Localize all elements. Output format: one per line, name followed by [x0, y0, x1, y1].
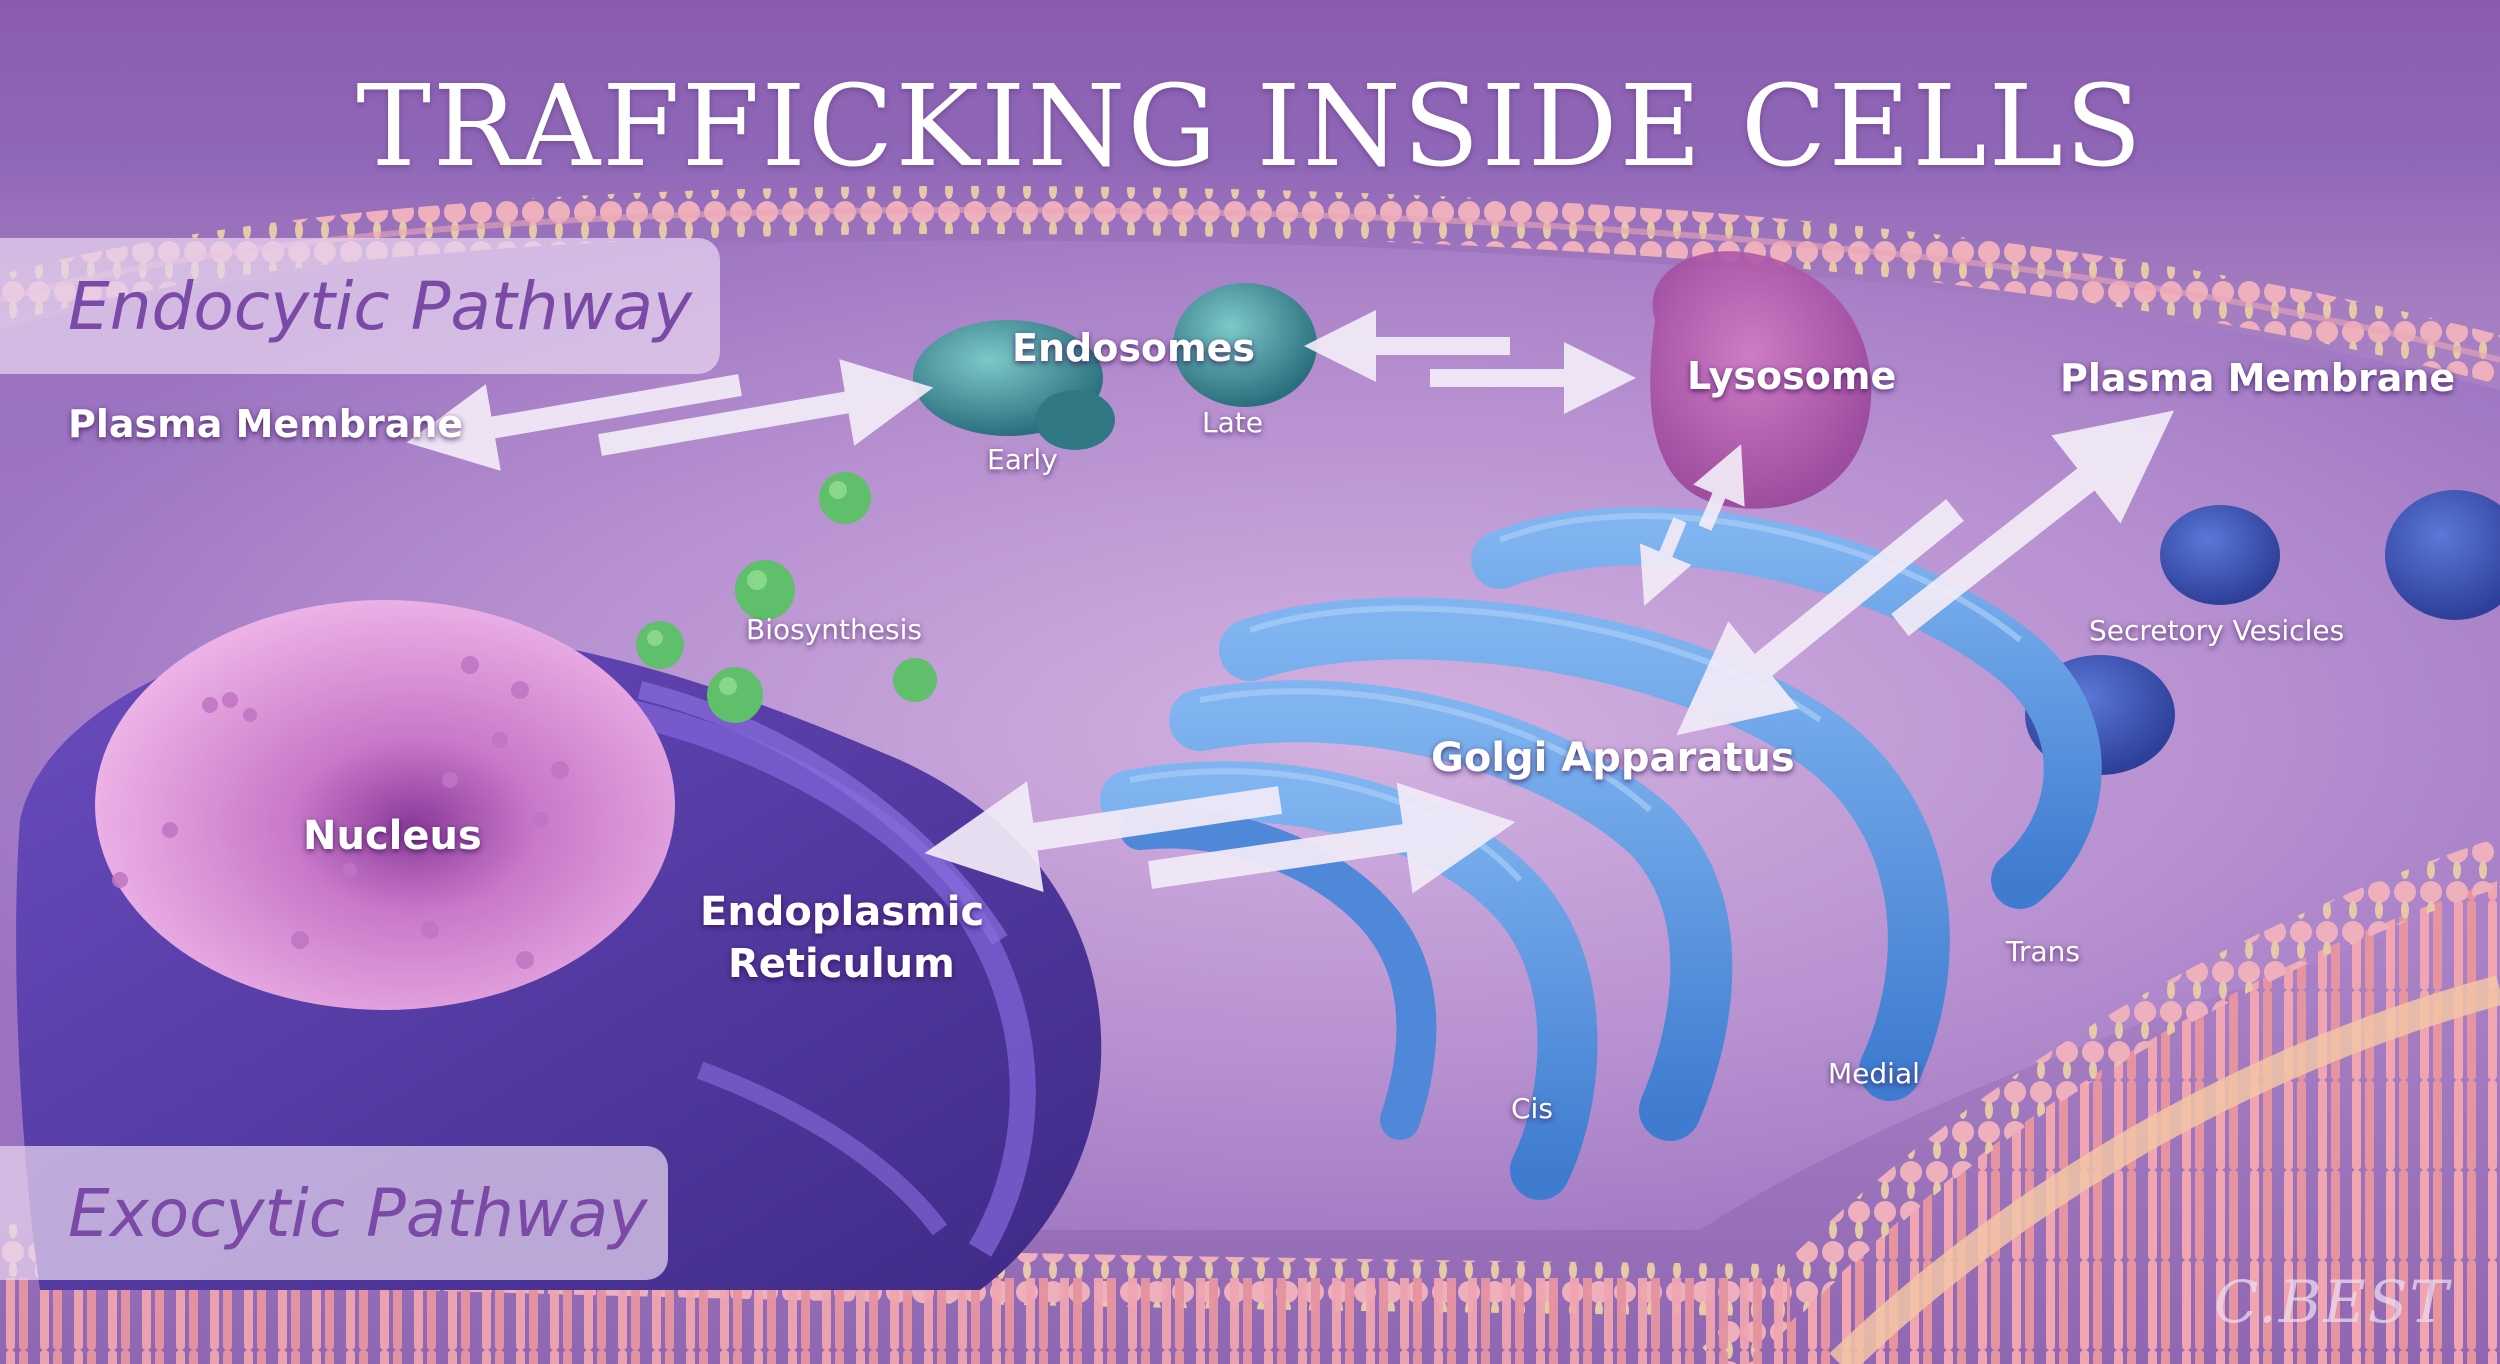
- nuclear-pores: [112, 656, 569, 969]
- arrow-golgi-to-membrane: [1891, 410, 2175, 637]
- arrows: [406, 310, 2175, 894]
- label-lysosome: Lysosome: [1687, 354, 1897, 398]
- label-golgi-apparatus: Golgi Apparatus: [1431, 735, 1795, 781]
- label-medial: Medial: [1828, 1057, 1920, 1090]
- arrow-golgi-to-lysosome: [1693, 444, 1745, 531]
- membrane-lower-right: [1750, 880, 2500, 1364]
- secretory-vesicle-2: [2385, 490, 2500, 620]
- label-plasma-membrane-left: Plasma Membrane: [68, 402, 464, 446]
- label-endosomes: Endosomes: [1012, 326, 1256, 370]
- label-biosynthesis: Biosynthesis: [746, 613, 922, 646]
- label-nucleus: Nucleus: [303, 813, 482, 859]
- label-cis: Cis: [1511, 1092, 1553, 1125]
- label-secretory-vesicles: Secretory Vesicles: [2089, 614, 2345, 647]
- label-reticulum: Reticulum: [728, 941, 955, 987]
- label-trans: Trans: [2006, 935, 2080, 968]
- arrow-membrane-to-endosome: [598, 359, 934, 456]
- artist-signature: C.BEST: [2214, 1268, 2451, 1336]
- arrow-endosome-to-membrane: [406, 374, 742, 471]
- secretory-vesicle-1: [2160, 505, 2280, 605]
- arrow-membrane-to-golgi: [1676, 499, 1964, 736]
- label-late: Late: [1202, 406, 1263, 439]
- nucleus: [95, 600, 675, 1010]
- exocytic-pathway-label: Exocytic Pathway: [68, 1174, 648, 1252]
- arrow-golgi-to-er: [924, 781, 1283, 893]
- arrow-er-to-golgi: [1147, 782, 1516, 894]
- endocytic-pathway-banner: Endocytic Pathway: [0, 238, 720, 374]
- endocytic-pathway-label: Endocytic Pathway: [68, 267, 693, 345]
- label-plasma-membrane-right: Plasma Membrane: [2060, 356, 2456, 400]
- exocytic-pathway-banner: Exocytic Pathway: [0, 1146, 668, 1280]
- label-early: Early: [987, 443, 1058, 476]
- arrow-lysosome-to-golgi: [1639, 517, 1692, 606]
- endosome-late: [1173, 283, 1317, 407]
- label-endoplasmic: Endoplasmic: [700, 889, 985, 935]
- page-title: TRAFFICKING INSIDE CELLS: [356, 62, 2144, 192]
